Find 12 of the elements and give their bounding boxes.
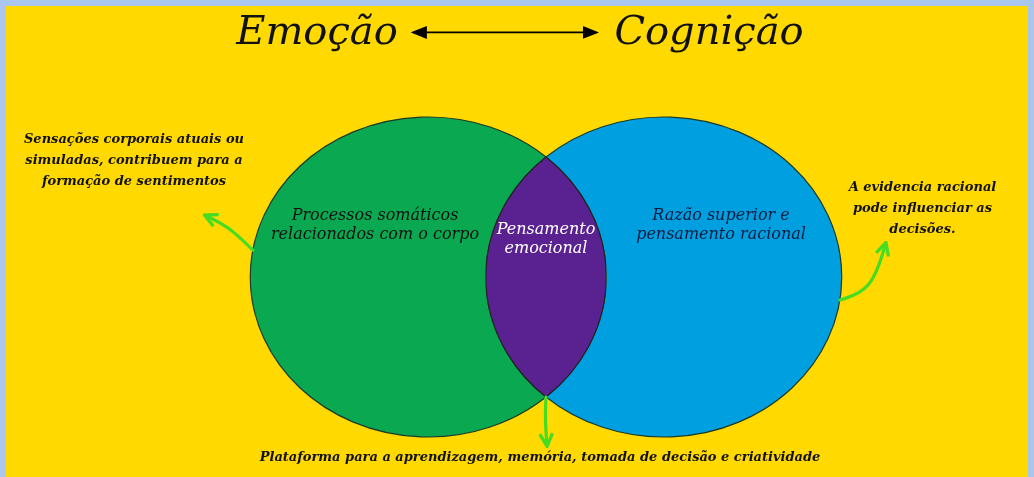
title-heading: Emoção (234, 6, 399, 54)
circle-label: Pensamento emocional (495, 219, 597, 257)
circle-label: Razão superior e pensamento racional (635, 205, 807, 243)
note-text: A evidencia racional pode influenciar as decisões. (847, 178, 998, 238)
arrow (202, 213, 255, 252)
title-heading: Cognição (613, 6, 805, 54)
arrow (410, 25, 599, 39)
arrow (838, 240, 891, 302)
circle-label: Processos somáticos relacionados com o corpo (270, 205, 480, 243)
arrow (538, 395, 555, 448)
note-text: Plataforma para a aprendizagem, memória, tomada de decisão e criatividade (258, 448, 822, 466)
note-text: Sensações corporais atuais ou simuladas, contribuem para a formação de sentimentos (23, 130, 245, 190)
